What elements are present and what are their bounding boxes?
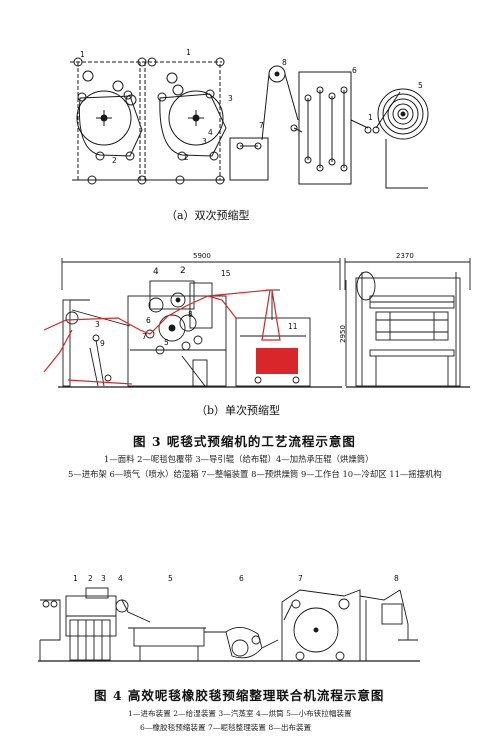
figure-3-legend-line-1: 1—面料 2—呢毯包覆带 3—导引辊（给布辊）4—加热承压辊（烘燥筒） <box>104 454 374 464</box>
fig3a-callout-1b: 1 <box>186 48 191 57</box>
fig3a-callout-4: 4 <box>208 128 213 137</box>
fig3b-callout-5: 5 <box>164 338 169 347</box>
figure-4-legend-line-2: 6—橡胶毯预缩装置 7—呢毯整理装置 8—出布装置 <box>140 723 312 732</box>
fig3b-callout-2: 2 <box>180 266 186 276</box>
fig3b-callout-4: 4 <box>153 267 159 277</box>
fig3b-callout-9: 9 <box>100 339 105 348</box>
fig3b-callout-11: 11 <box>288 322 298 331</box>
fig4-callout-4: 4 <box>118 574 123 583</box>
fig4-callout-3: 3 <box>101 574 106 583</box>
fig3a-callout-2a: 2 <box>112 156 117 165</box>
fig3a-callout-5: 5 <box>418 81 423 90</box>
fig3b-dim-side: 2370 <box>396 252 414 260</box>
fig3b-callout-15: 15 <box>221 269 231 278</box>
figure-3a-caption: （a）双次预缩型 <box>166 209 250 222</box>
fig4-callout-7: 7 <box>298 574 303 583</box>
fig3a-callout-2b: 2 <box>184 153 189 162</box>
figure-3-title: 图 3 呢毯式预缩机的工艺流程示意图 <box>133 434 356 449</box>
figure-3b-caption: （b）单次预缩型 <box>196 404 281 417</box>
fig3a-callout-3a: 3 <box>228 94 233 103</box>
figure-4-title: 图 4 高效呢毯橡胶毯预缩整理联合机流程示意图 <box>94 688 385 703</box>
fig3a-callout-8: 8 <box>282 58 287 67</box>
figure-4-legend-line-1: 1—进布装置 2—给湿装置 3—汽蒸室 4—烘筒 5—小布铗拉幅装置 <box>128 709 352 718</box>
fig4-callout-6: 6 <box>239 574 244 583</box>
fig3a-callout-6: 6 <box>352 66 357 75</box>
figure-3-legend-line-2: 5—进布架 6—喷气（喷水）给湿箱 7—整幅装置 8—预烘燥筒 9—工作台 10… <box>68 469 442 479</box>
fig3a-callout-1a: 1 <box>80 50 85 59</box>
fig3a-callout-3b: 3 <box>202 137 207 146</box>
fig3b-callout-6: 6 <box>146 316 151 325</box>
fig3a-callout-7: 7 <box>259 121 264 130</box>
fig4-callout-8: 8 <box>394 574 399 583</box>
fig4-callout-1: 1 <box>73 574 78 583</box>
fig3b-callout-8: 8 <box>188 310 193 319</box>
fig4-callout-2: 2 <box>88 574 93 583</box>
fig3b-callout-3: 3 <box>95 320 100 329</box>
fig4-callout-5: 5 <box>168 574 173 583</box>
fig3b-callout-7: 7 <box>142 332 147 341</box>
fig3a-callout-1c: 1 <box>368 113 373 122</box>
fig3b-dim-width: 5900 <box>193 252 211 260</box>
